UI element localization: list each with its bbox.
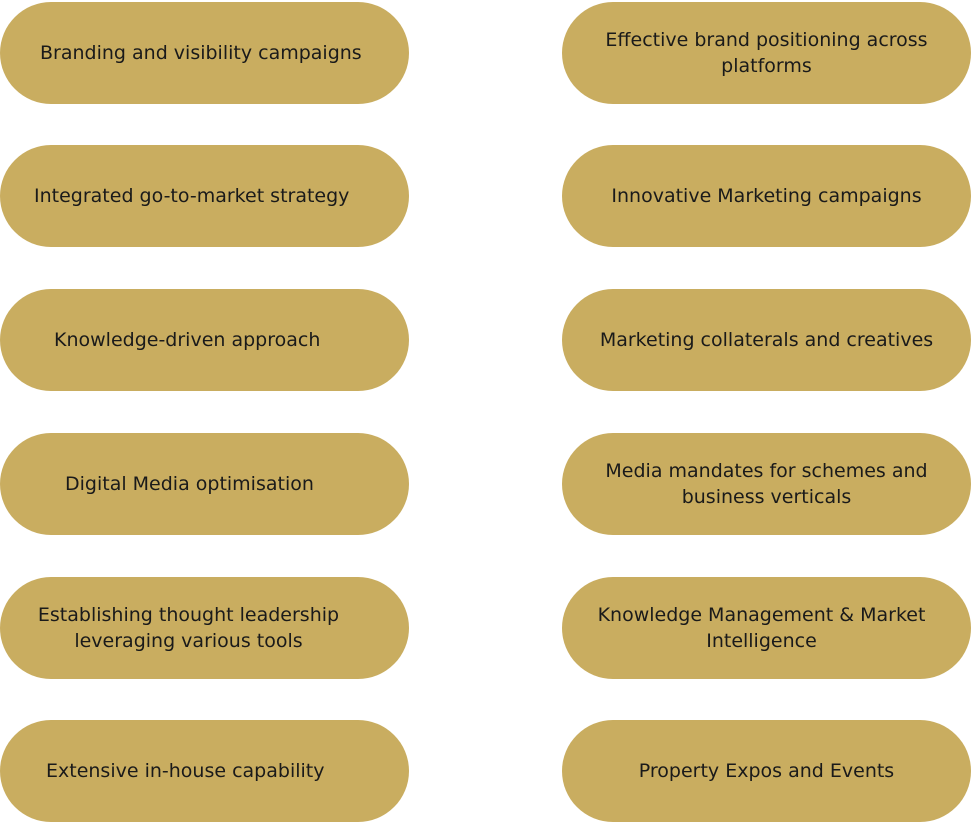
right-item-label: Effective brand positioning across platf… <box>605 29 928 77</box>
left-item-label: Extensive in-house capability <box>46 760 325 782</box>
right-item-knowledge-management: Knowledge Management & Market Intelligen… <box>562 577 971 679</box>
left-item-digital-media: Digital Media optimisation <box>0 433 409 535</box>
left-item-in-house: Extensive in-house capability <box>0 720 409 822</box>
left-item-label: Knowledge-driven approach <box>54 329 321 351</box>
right-item-label: Marketing collaterals and creatives <box>599 329 934 351</box>
right-item-collaterals: Marketing collaterals and creatives <box>562 289 971 391</box>
right-item-property-expos: Property Expos and Events <box>562 720 971 822</box>
right-item-label: Knowledge Management & Market Intelligen… <box>597 604 926 652</box>
left-item-thought-leadership: Establishing thought leadership leveragi… <box>0 577 409 679</box>
left-item-label: Digital Media optimisation <box>65 473 314 495</box>
left-item-label: Branding and visibility campaigns <box>40 42 362 64</box>
left-item-branding: Branding and visibility campaigns <box>0 2 409 104</box>
right-item-label: Innovative Marketing campaigns <box>611 185 922 207</box>
left-item-label: Establishing thought leadership leveragi… <box>37 604 340 652</box>
left-item-go-to-market: Integrated go-to-market strategy <box>0 145 409 247</box>
left-item-knowledge-driven: Knowledge-driven approach <box>0 289 409 391</box>
left-item-label: Integrated go-to-market strategy <box>34 185 350 207</box>
right-item-brand-positioning: Effective brand positioning across platf… <box>562 2 971 104</box>
right-item-label: Property Expos and Events <box>638 760 895 782</box>
right-item-innovative-marketing: Innovative Marketing campaigns <box>562 145 971 247</box>
right-item-media-mandates: Media mandates for schemes and business … <box>562 433 971 535</box>
right-item-label: Media mandates for schemes and business … <box>605 460 928 508</box>
